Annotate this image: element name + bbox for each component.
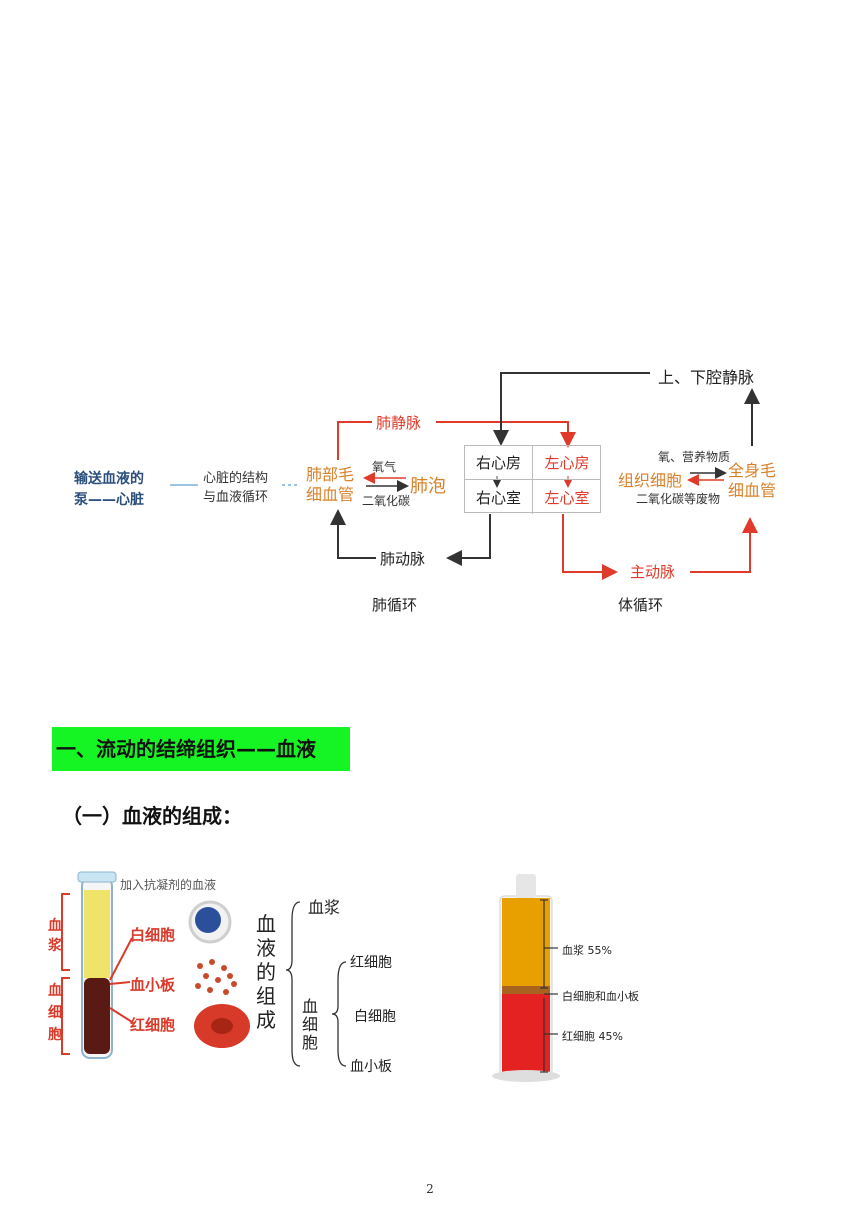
heart-pump-label: 输送血液的 泵——心脏 bbox=[74, 471, 144, 508]
right-atrium: 右心房 bbox=[465, 446, 533, 480]
pulmonary-artery-label: 肺动脉 bbox=[380, 550, 426, 568]
tree-cells: 血 细 胞 bbox=[302, 997, 319, 1052]
diagram-arrows bbox=[170, 372, 760, 580]
tree-wbc: 白细胞 bbox=[354, 1009, 396, 1025]
percentage-tube: 血浆 55% 白细胞和血小板 红细胞 45% bbox=[478, 868, 698, 1088]
pulmonary-circulation-label: 肺循环 bbox=[372, 596, 418, 614]
right-ventricle: 右心室 bbox=[465, 480, 533, 514]
waste-label: 二氧化碳等废物 bbox=[636, 492, 721, 506]
tube-caption: 加入抗凝剂的血液 bbox=[120, 878, 217, 892]
tree-plasma: 血浆 bbox=[308, 898, 341, 917]
lung-capillaries-label: 肺部毛 细血管 bbox=[306, 465, 355, 504]
blood-tube-graphic bbox=[61, 871, 250, 1059]
heart-chambers: 右心房 左心房 右心室 左心室 bbox=[464, 445, 601, 514]
tube-rbc-label: 红细胞 45% bbox=[562, 1030, 623, 1043]
pulmonary-vein-label: 肺静脉 bbox=[376, 414, 422, 432]
heart-structure-label: 心脏的结构 与血液循环 bbox=[203, 471, 269, 505]
tree-rbc: 红细胞 bbox=[350, 955, 392, 971]
plasma-side-label: 血 浆 bbox=[48, 918, 62, 954]
aorta-to-body-arrow bbox=[690, 517, 758, 573]
pulmonary-vein-line bbox=[337, 421, 372, 460]
pulmonary-artery-line bbox=[330, 509, 376, 559]
wbc-pointer-label: 白细胞 bbox=[130, 926, 176, 944]
tree-brackets bbox=[285, 901, 347, 1067]
systemic-circulation-label: 体循环 bbox=[618, 596, 664, 614]
co2-label: 二氧化碳 bbox=[362, 494, 411, 508]
pulmonary-vein-arrow bbox=[436, 421, 576, 448]
tree-platelet: 血小板 bbox=[350, 1059, 392, 1075]
alveoli-label: 肺泡 bbox=[410, 476, 446, 497]
left-ventricle: 左心室 bbox=[544, 488, 590, 507]
body-capillaries-label: 全身毛 细血管 bbox=[728, 461, 777, 500]
cells-side-label: 血 细 胞 bbox=[48, 983, 62, 1043]
oxygen-label: 氧气 bbox=[372, 460, 397, 474]
tree-root: 血 液 的 组 成 bbox=[256, 912, 276, 1032]
composition-tree: 血 液 的 组 成 血浆 血 细 胞 红细胞 白细胞 血小板 bbox=[250, 890, 420, 1080]
percentage-tube-graphic bbox=[492, 874, 560, 1082]
vena-cava-arrow bbox=[493, 372, 650, 446]
rbc-pointer-label: 红细胞 bbox=[130, 1016, 176, 1034]
page-number: 2 bbox=[426, 1182, 434, 1196]
platelet-pointer-label: 血小板 bbox=[130, 976, 176, 994]
left-atrium: 左心房 bbox=[533, 446, 601, 480]
nutrients-label: 氧、营养物质 bbox=[658, 450, 731, 464]
aorta-label: 主动脉 bbox=[630, 563, 676, 581]
tube-middle-label: 白细胞和血小板 bbox=[562, 990, 639, 1003]
vena-cava-label: 上、下腔静脉 bbox=[658, 368, 755, 387]
blood-tube-illustration: 加入抗凝剂的血液 血 浆 血 细 胞 白细胞 血小板 红细胞 bbox=[48, 858, 268, 1080]
subsection-title: （一）血液的组成： bbox=[62, 804, 242, 828]
tissue-cells-label: 组织细胞 bbox=[618, 471, 683, 490]
aorta-arrow bbox=[562, 514, 618, 580]
tube-plasma-label: 血浆 55% bbox=[562, 944, 612, 957]
section-title: 一、流动的结缔组织——血液 bbox=[52, 727, 350, 771]
pulmonary-artery-arrow bbox=[446, 514, 491, 566]
